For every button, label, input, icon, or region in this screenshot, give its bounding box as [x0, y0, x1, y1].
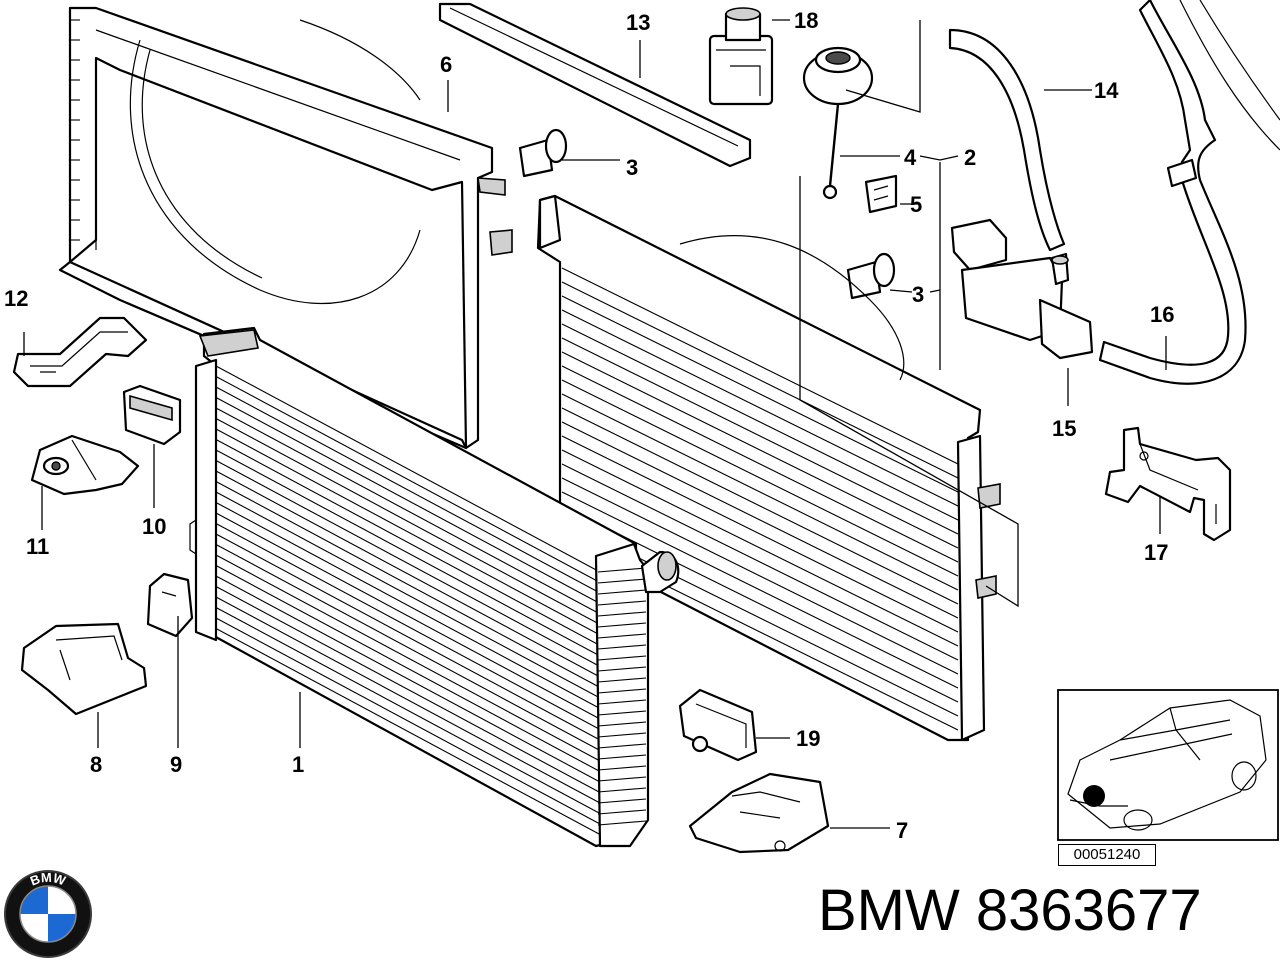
callout-17: 17	[1144, 540, 1168, 565]
callout-1: 1	[292, 752, 304, 777]
mounting-bracket-part	[1104, 426, 1232, 542]
callout-18: 18	[794, 8, 818, 33]
air-guide-right-part	[688, 772, 830, 854]
callout-15: 15	[1052, 416, 1076, 441]
part-number-caption: BMW 8363677	[818, 878, 1202, 943]
leader-lines	[23, 19, 1167, 829]
callout-13: 13	[626, 10, 650, 35]
rubber-mount-part	[122, 384, 182, 446]
callout-7: 7	[896, 818, 908, 843]
coolant-hose-part	[948, 28, 1066, 252]
callout-labels: 1 2 3 3 4 5 6 7 8 9 10 11 12 13 14 15 16…	[4, 8, 1174, 843]
push-rivet-part-lower	[846, 252, 896, 300]
solenoid-valve-part	[950, 218, 1094, 360]
condenser-part	[536, 194, 1001, 742]
callout-8: 8	[90, 752, 102, 777]
car-outline-icon	[1067, 699, 1267, 831]
vehicle-location-inset	[1057, 689, 1279, 841]
temperature-switch-part	[708, 7, 774, 106]
callout-3-lower: 3	[912, 282, 924, 307]
push-rivet-part-upper	[518, 128, 568, 178]
location-marker	[1083, 785, 1105, 807]
radiator-part	[189, 326, 680, 848]
diagram-reference-number: 00051240	[1058, 844, 1156, 866]
callout-6: 6	[440, 52, 452, 77]
callout-12: 12	[4, 286, 28, 311]
upper-bracket-part	[12, 316, 148, 388]
air-guide-left-part	[20, 622, 148, 716]
clip-part	[864, 174, 898, 214]
callout-3-upper: 3	[626, 155, 638, 180]
bushing-part	[146, 572, 194, 638]
callout-11: 11	[26, 534, 49, 559]
logo-text: BMW	[28, 870, 68, 889]
seal-strip-part	[438, 2, 752, 168]
bmw-roundel-icon: BMW	[4, 870, 92, 958]
holder-part	[678, 688, 758, 762]
callout-4: 4	[904, 145, 917, 170]
lower-bracket-part	[30, 434, 140, 496]
vacuum-unit-part	[802, 46, 874, 200]
expansion-hose-part	[1098, 0, 1280, 385]
callout-10: 10	[142, 514, 166, 539]
callout-5: 5	[910, 192, 922, 217]
callout-9: 9	[170, 752, 182, 777]
callout-14: 14	[1094, 78, 1119, 103]
callout-2: 2	[964, 145, 976, 170]
callout-19: 19	[796, 726, 820, 751]
callout-16: 16	[1150, 302, 1174, 327]
